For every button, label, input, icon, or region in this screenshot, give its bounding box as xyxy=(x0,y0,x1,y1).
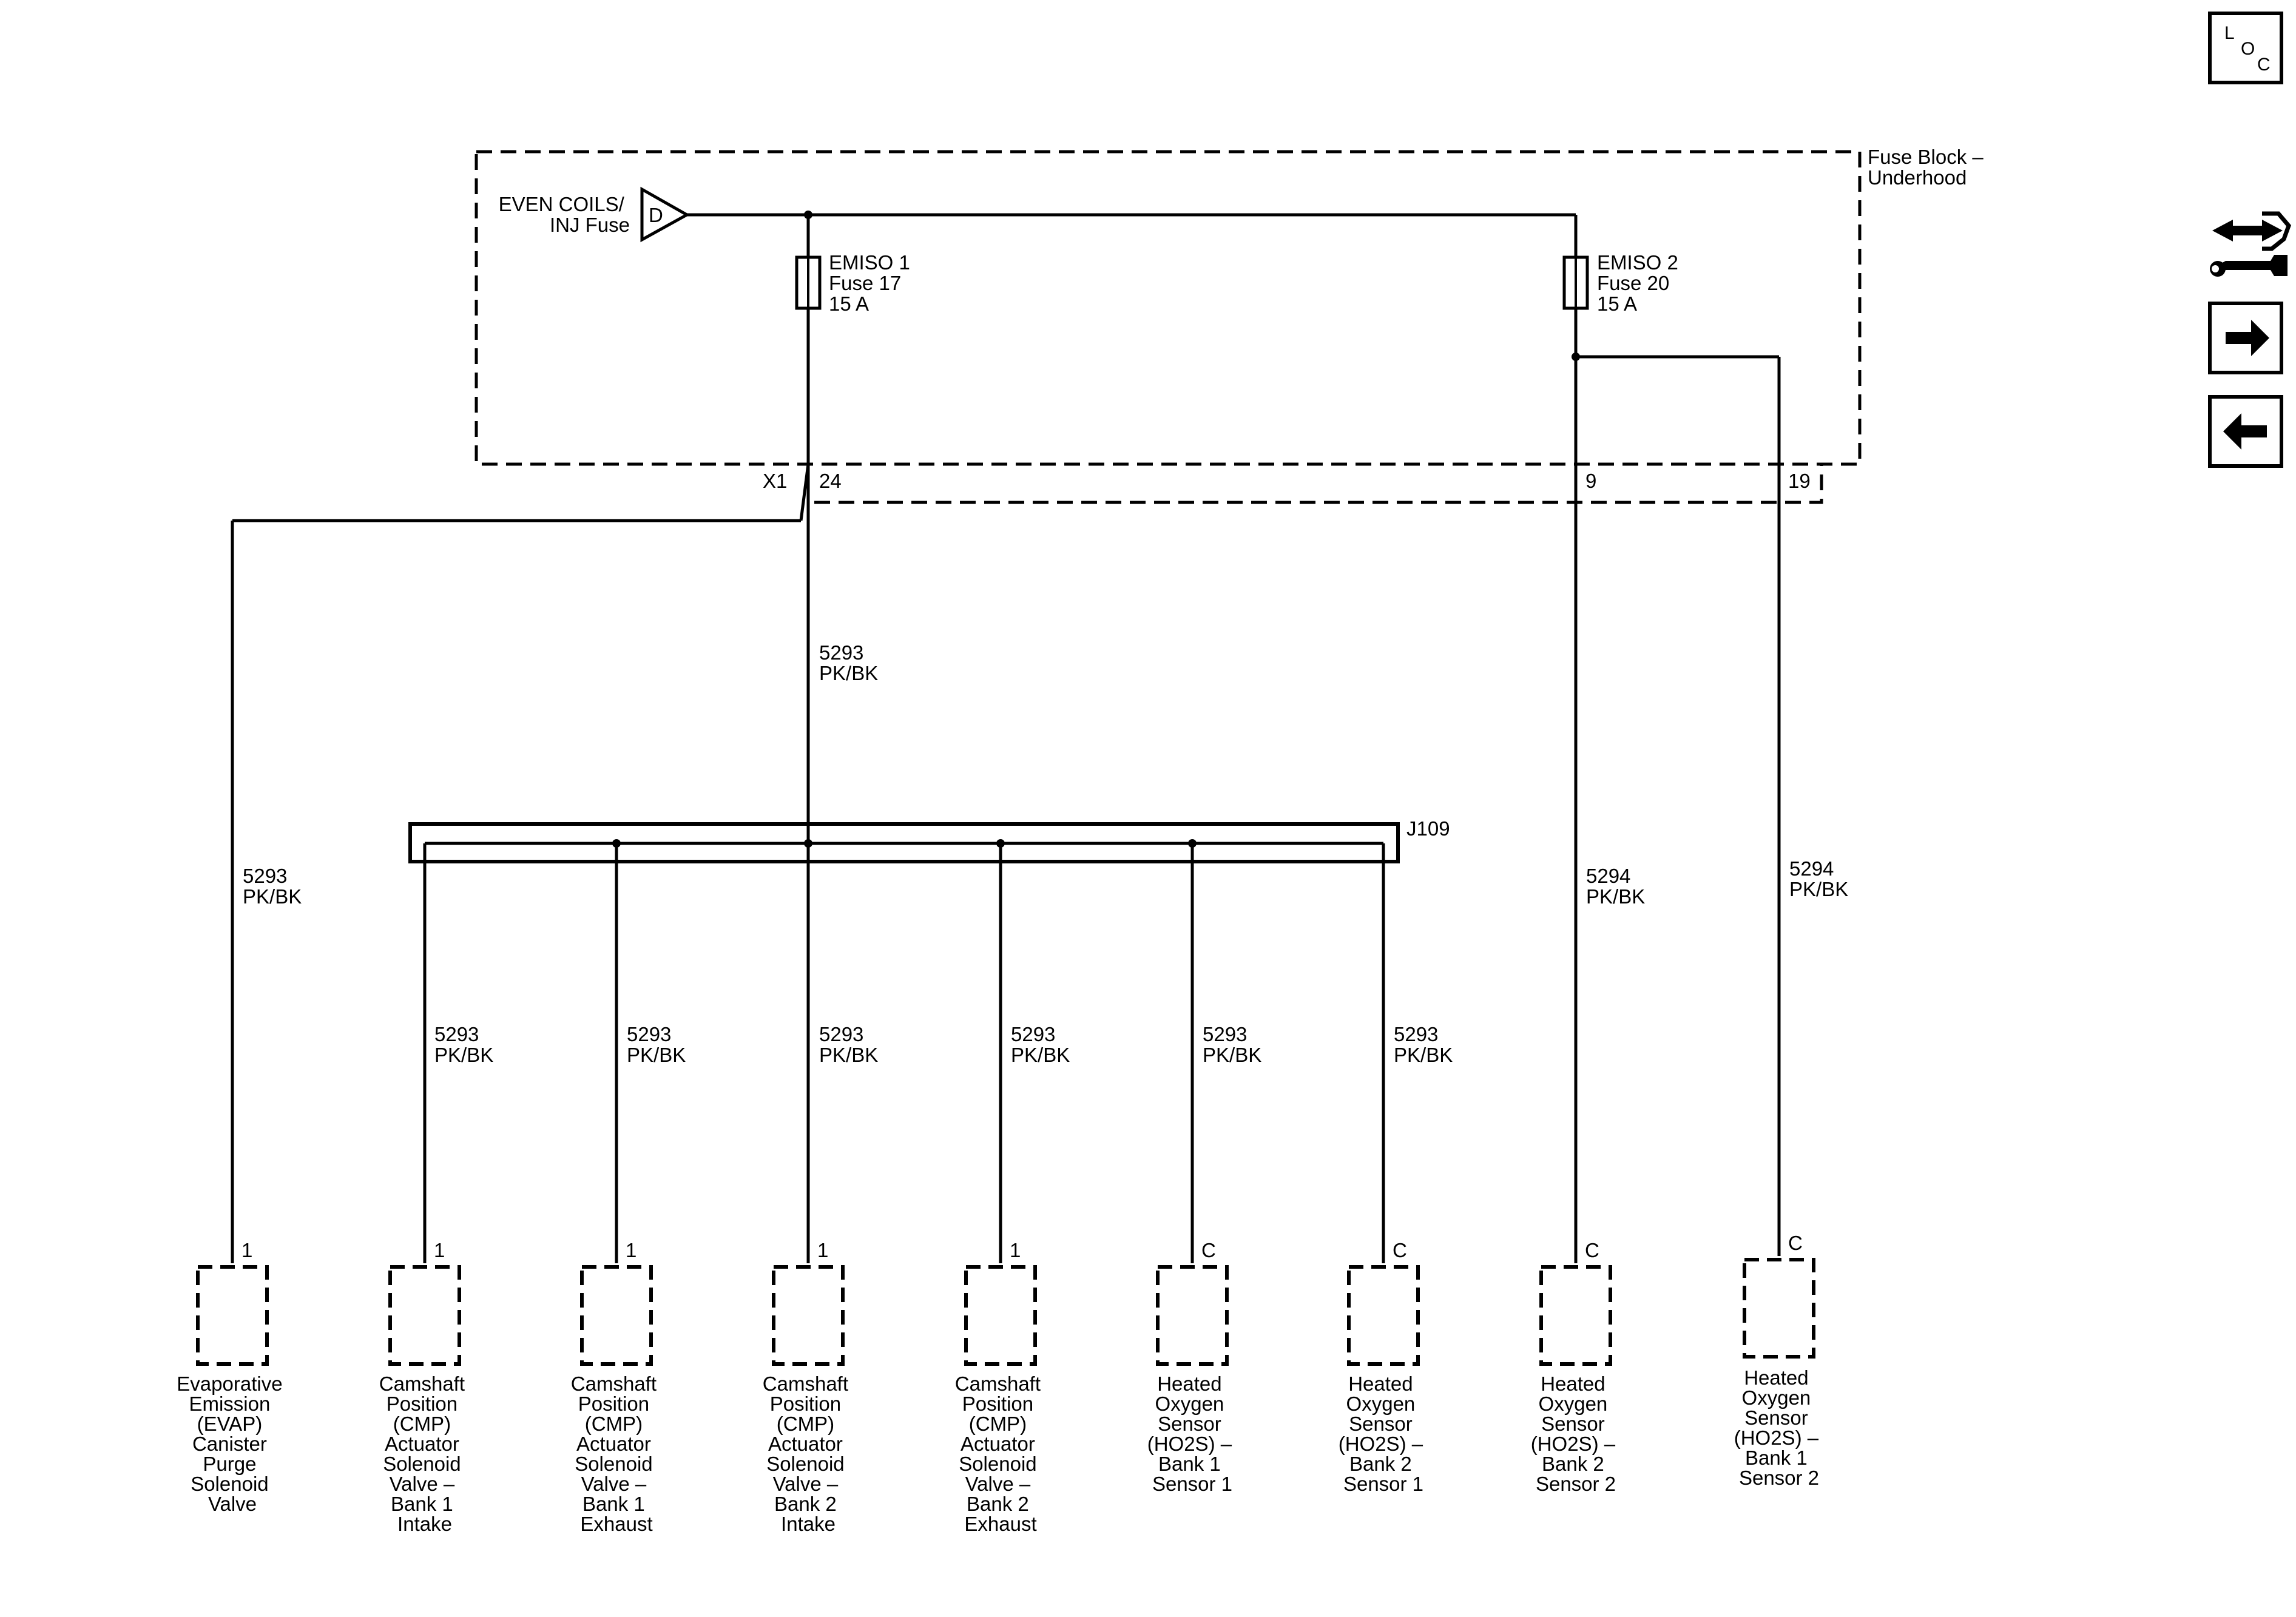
arrow-right-icon[interactable] xyxy=(2208,302,2283,374)
component-pin: C xyxy=(1201,1239,1216,1261)
component-label: Heated Oxygen Sensor (HO2S) – Bank 2 Sen… xyxy=(1531,1372,1621,1495)
component-cmp-bank1-intake: 1 Camshaft Position (CMP) Actuator Solen… xyxy=(379,1239,470,1535)
component-ho2s-bank2-sensor2: C Heated Oxygen Sensor (HO2S) – Bank 2 S… xyxy=(1531,1239,1621,1495)
wire-label-main: 5293 PK/BK xyxy=(819,641,878,684)
component-pin: 1 xyxy=(1010,1239,1021,1261)
wire-label-fuse2: 5294 PK/BK xyxy=(1586,865,1645,908)
component-ho2s-bank2-sensor1: C Heated Oxygen Sensor (HO2S) – Bank 2 S… xyxy=(1339,1239,1429,1495)
component-pin: 1 xyxy=(241,1239,252,1261)
x1-connector-name: X1 xyxy=(763,470,787,492)
wire-label-drop-4: 5293 PK/BK xyxy=(1011,1023,1070,1066)
x1-connector-outline xyxy=(814,464,1823,504)
x1-pin-19: 19 xyxy=(1788,470,1811,492)
wire-label-evap: 5293 PK/BK xyxy=(243,865,302,908)
wire-label-drop-6: 5293 PK/BK xyxy=(1394,1023,1453,1066)
loc-letter-o: O xyxy=(2241,39,2255,59)
component-label: Heated Oxygen Sensor (HO2S) – Bank 2 Sen… xyxy=(1339,1372,1429,1495)
wire-label-fuse2-branch: 5294 PK/BK xyxy=(1789,857,1848,900)
component-pin: C xyxy=(1585,1239,1599,1261)
component-label: Heated Oxygen Sensor (HO2S) – Bank 1 Sen… xyxy=(1734,1366,1825,1489)
component-pin: C xyxy=(1393,1239,1407,1261)
source-letter: D xyxy=(649,204,663,226)
component-label: Camshaft Position (CMP) Actuator Solenoi… xyxy=(379,1372,470,1535)
component-label: Evaporative Emission (EVAP) Canister Pur… xyxy=(177,1372,288,1515)
fuse-block-label: Fuse Block – Underhood xyxy=(1868,146,1989,189)
component-pin: C xyxy=(1788,1232,1803,1254)
fuse2-label: EMISO 2 Fuse 20 15 A xyxy=(1597,251,1684,315)
evap-feed-upper xyxy=(799,464,810,521)
component-pin: 1 xyxy=(817,1239,828,1261)
wire-label-drop-3: 5293 PK/BK xyxy=(819,1023,878,1066)
loc-letter-c: C xyxy=(2257,55,2271,75)
wire-label-drop-5: 5293 PK/BK xyxy=(1203,1023,1261,1066)
splice-name: J109 xyxy=(1406,817,1450,840)
loc-letter-l: L xyxy=(2224,23,2235,43)
fuse-block-outline xyxy=(474,150,1862,466)
wire-label-drop-1: 5293 PK/BK xyxy=(434,1023,493,1066)
source-triangle xyxy=(640,186,690,243)
component-ho2s-bank1-sensor2: C Heated Oxygen Sensor (HO2S) – Bank 1 S… xyxy=(1734,1232,1825,1489)
component-label: Heated Oxygen Sensor (HO2S) – Bank 1 Sen… xyxy=(1147,1372,1238,1495)
connector-wrench-icon[interactable] xyxy=(2210,211,2291,277)
fuse1-label: EMISO 1 Fuse 17 15 A xyxy=(829,251,916,315)
splice-j109-outline xyxy=(408,822,1400,863)
wire-label-drop-2: 5293 PK/BK xyxy=(627,1023,686,1066)
component-cmp-bank1-exhaust: 1 Camshaft Position (CMP) Actuator Solen… xyxy=(571,1239,662,1535)
source-label: EVEN COILS/ INJ Fuse xyxy=(499,193,630,236)
component-cmp-bank2-intake: 1 Camshaft Position (CMP) Actuator Solen… xyxy=(763,1239,854,1535)
component-evap-purge-valve: 1 Evaporative Emission (EVAP) Canister P… xyxy=(177,1239,288,1515)
component-label: Camshaft Position (CMP) Actuator Solenoi… xyxy=(955,1372,1046,1535)
component-label: Camshaft Position (CMP) Actuator Solenoi… xyxy=(763,1372,854,1535)
component-label: Camshaft Position (CMP) Actuator Solenoi… xyxy=(571,1372,662,1535)
arrow-left-icon[interactable] xyxy=(2208,395,2283,468)
x1-pin-9: 9 xyxy=(1585,470,1596,492)
x1-pin-24: 24 xyxy=(819,470,842,492)
component-ho2s-bank1-sensor1: C Heated Oxygen Sensor (HO2S) – Bank 1 S… xyxy=(1147,1239,1238,1495)
component-cmp-bank2-exhaust: 1 Camshaft Position (CMP) Actuator Solen… xyxy=(955,1239,1046,1535)
component-pin: 1 xyxy=(434,1239,445,1261)
location-icon[interactable]: L O C xyxy=(2208,12,2283,84)
component-pin: 1 xyxy=(626,1239,636,1261)
